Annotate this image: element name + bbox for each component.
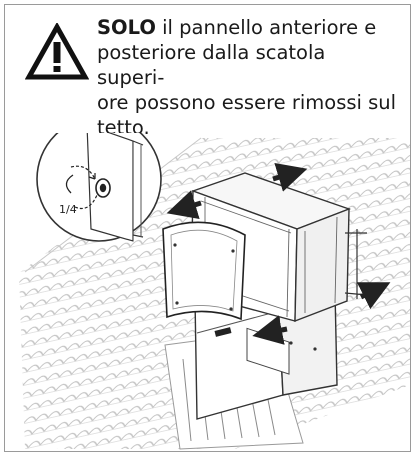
rotation-label: 1/4 — [59, 203, 77, 216]
screw-detail-magnifier: 1/4 — [36, 133, 162, 241]
rotation-arrow-icon — [65, 174, 74, 194]
warning-emphasis: SOLO — [97, 16, 156, 39]
warning-triangle-icon — [25, 23, 89, 80]
warning-line-2: posteriore dalla scatola superi- — [97, 41, 326, 89]
direction-arrow-icon — [166, 162, 391, 345]
removable-panel — [162, 221, 246, 321]
warning-line-1: il pannello anteriore e — [155, 16, 377, 39]
warning-line-3: ore possono essere rimossi sul — [97, 91, 397, 114]
installation-illustration: 1/4 — [19, 133, 410, 450]
